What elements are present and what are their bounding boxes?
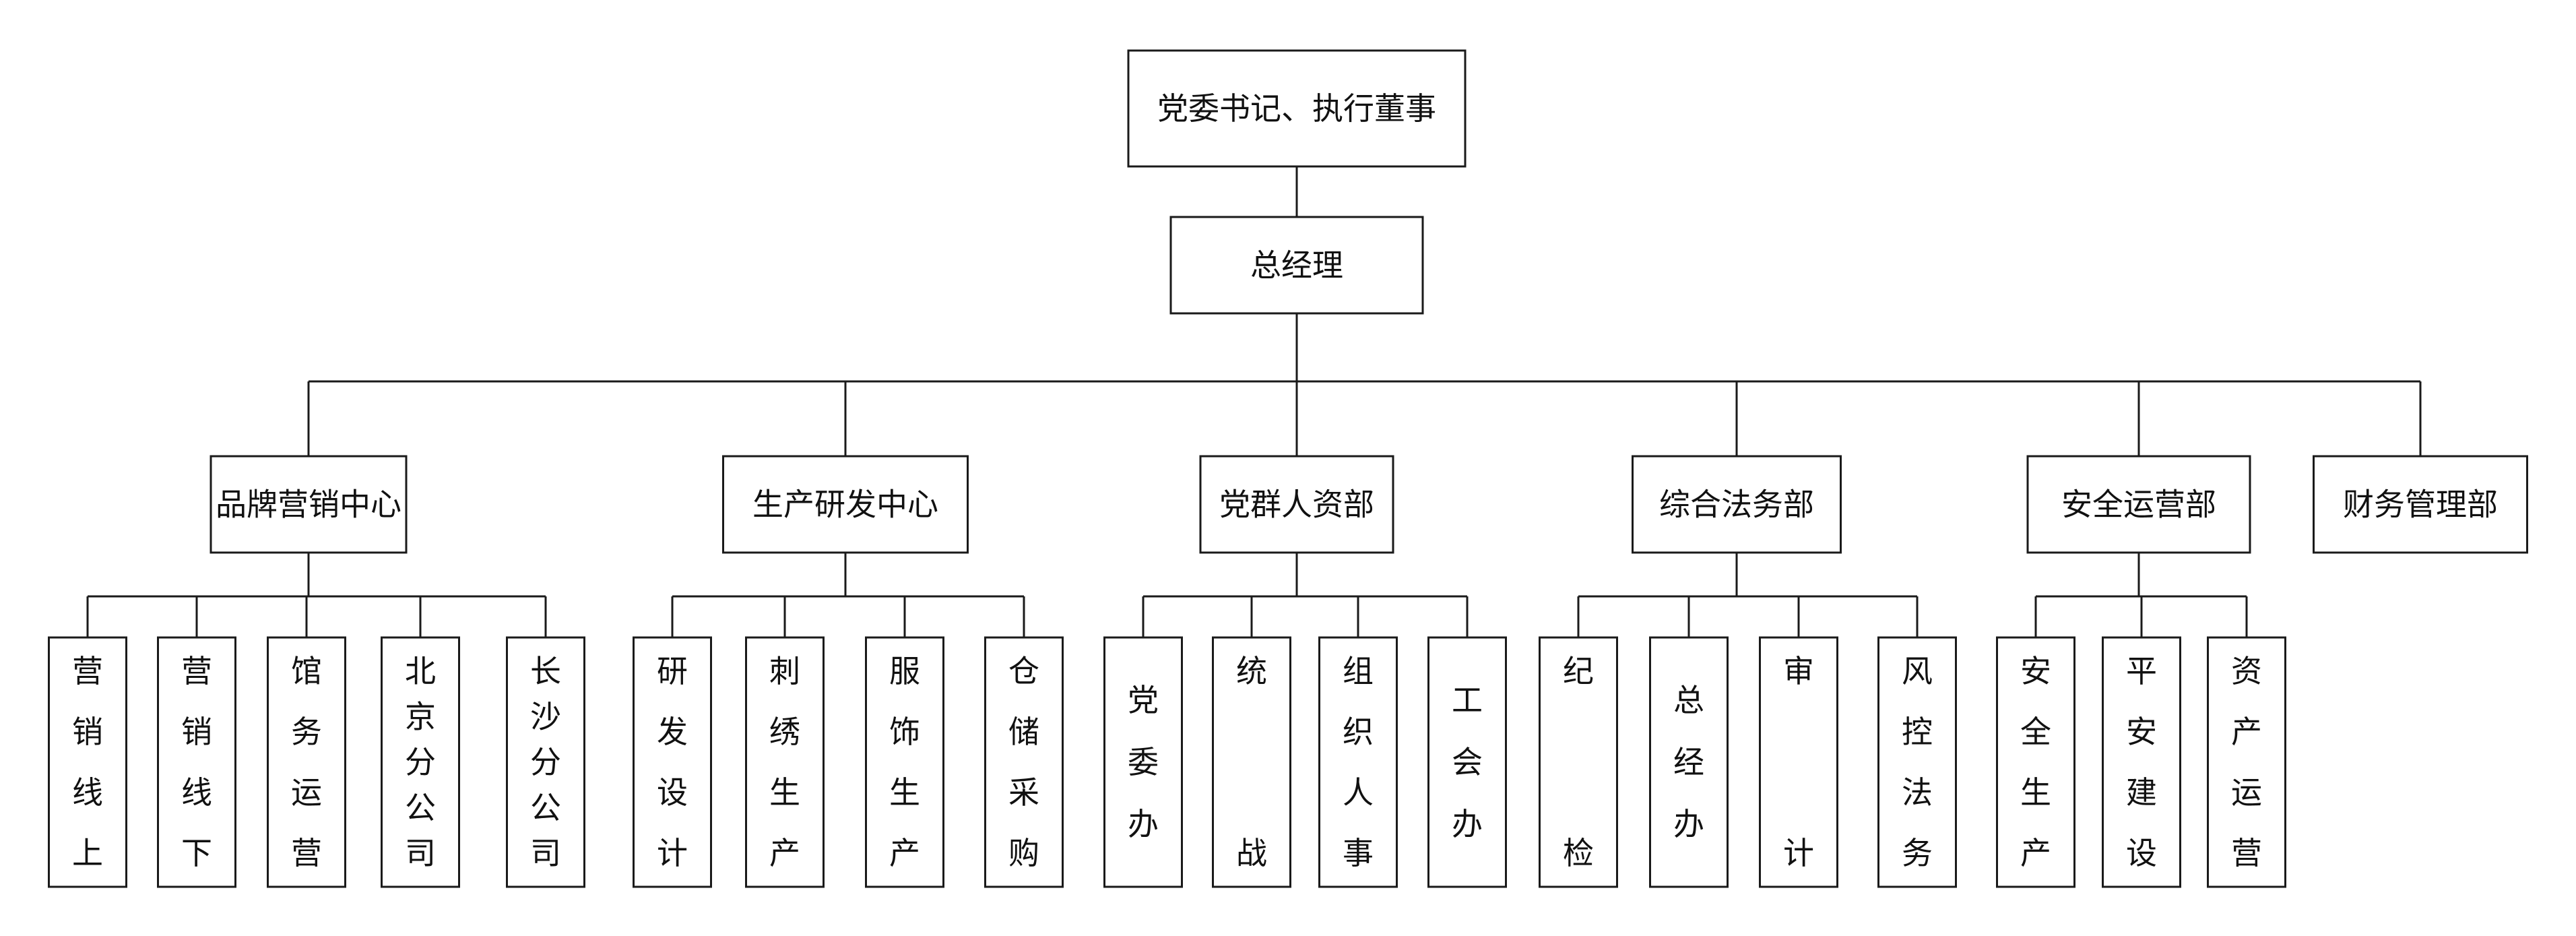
dept-safety-box: [2026, 455, 2251, 554]
unit-party-hr-1-label: 统战: [1236, 653, 1267, 871]
unit-party-hr-2: 组织人事: [1318, 636, 1398, 888]
unit-party-hr-0-label: 党委办: [1128, 682, 1159, 842]
unit-legal-3-label: 风控法务: [1902, 653, 1933, 871]
unit-legal-1-box: [1649, 636, 1729, 888]
unit-brand-0: 营销线上: [48, 636, 127, 888]
unit-brand-1-box: [157, 636, 236, 888]
unit-brand-3: 北京分公司: [381, 636, 460, 888]
node-party-secretary: 党委书记、执行董事: [1127, 49, 1467, 168]
unit-production-1: 刺绣生产: [745, 636, 825, 888]
unit-production-3: 仓储采购: [984, 636, 1064, 888]
connector-lines: [86, 166, 2422, 637]
unit-brand-2-box: [267, 636, 346, 888]
unit-party-hr-2-label: 组织人事: [1343, 653, 1374, 871]
unit-party-hr-3-box: [1427, 636, 1507, 888]
unit-legal-3: 风控法务: [1877, 636, 1957, 888]
dept-party-hr: 党群人资部: [1199, 455, 1394, 554]
dept-legal-label: 综合法务部: [1659, 487, 1814, 523]
node-party-secretary-label: 党委书记、执行董事: [1157, 90, 1436, 127]
unit-brand-3-box: [381, 636, 460, 888]
unit-safety-1-box: [2102, 636, 2181, 888]
unit-legal-0-label: 纪检: [1563, 653, 1594, 871]
unit-brand-4-label: 长沙分公司: [530, 653, 561, 871]
unit-legal-2-label: 审计: [1783, 653, 1814, 871]
unit-brand-1: 营销线下: [157, 636, 236, 888]
unit-safety-0-label: 安全生产: [2020, 653, 2051, 871]
node-party-secretary-box: [1127, 49, 1467, 168]
dept-party-hr-label: 党群人资部: [1219, 487, 1374, 523]
unit-safety-2-label: 资产运营: [2231, 653, 2262, 871]
dept-brand-box: [210, 455, 408, 554]
unit-brand-4: 长沙分公司: [506, 636, 585, 888]
unit-party-hr-3-label: 工会办: [1452, 682, 1483, 842]
unit-legal-3-box: [1877, 636, 1957, 888]
dept-safety-label: 安全运营部: [2061, 487, 2216, 523]
unit-brand-2: 馆务运营: [267, 636, 346, 888]
node-general-manager: 总经理: [1169, 216, 1424, 315]
unit-safety-1-label: 平安建设: [2126, 653, 2157, 871]
dept-legal: 综合法务部: [1632, 455, 1842, 554]
unit-party-hr-2-box: [1318, 636, 1398, 888]
unit-brand-3-label: 北京分公司: [405, 653, 436, 871]
node-general-manager-box: [1169, 216, 1424, 315]
unit-safety-0: 安全生产: [1996, 636, 2075, 888]
dept-party-hr-box: [1199, 455, 1394, 554]
unit-production-0-box: [633, 636, 712, 888]
dept-production: 生产研发中心: [722, 455, 969, 554]
unit-production-2-box: [865, 636, 944, 888]
unit-legal-1: 总经办: [1649, 636, 1729, 888]
unit-brand-4-box: [506, 636, 585, 888]
unit-safety-1: 平安建设: [2102, 636, 2181, 888]
unit-brand-0-label: 营销线上: [72, 653, 103, 871]
unit-production-1-box: [745, 636, 825, 888]
dept-brand-label: 品牌营销中心: [216, 487, 401, 523]
unit-legal-0: 纪检: [1539, 636, 1618, 888]
unit-safety-2: 资产运营: [2207, 636, 2286, 888]
dept-brand: 品牌营销中心: [210, 455, 408, 554]
unit-party-hr-1-box: [1212, 636, 1291, 888]
unit-brand-2-label: 馆务运营: [291, 653, 322, 871]
dept-finance-box: [2313, 455, 2528, 554]
dept-safety: 安全运营部: [2026, 455, 2251, 554]
unit-brand-1-label: 营销线下: [181, 653, 212, 871]
node-general-manager-label: 总经理: [1250, 247, 1343, 284]
unit-production-2-label: 服饰生产: [889, 653, 920, 871]
unit-brand-0-box: [48, 636, 127, 888]
unit-legal-0-box: [1539, 636, 1618, 888]
unit-safety-0-box: [1996, 636, 2075, 888]
unit-party-hr-0: 党委办: [1103, 636, 1183, 888]
unit-safety-2-box: [2207, 636, 2286, 888]
dept-legal-box: [1632, 455, 1842, 554]
unit-production-3-label: 仓储采购: [1008, 653, 1039, 871]
unit-production-1-label: 刺绣生产: [769, 653, 800, 871]
unit-party-hr-3: 工会办: [1427, 636, 1507, 888]
unit-production-2: 服饰生产: [865, 636, 944, 888]
unit-production-0-label: 研发设计: [657, 653, 688, 871]
unit-legal-2-box: [1759, 636, 1838, 888]
dept-finance-label: 财务管理部: [2343, 487, 2498, 523]
unit-party-hr-1: 统战: [1212, 636, 1291, 888]
dept-production-box: [722, 455, 969, 554]
unit-production-0: 研发设计: [633, 636, 712, 888]
unit-party-hr-0-box: [1103, 636, 1183, 888]
unit-legal-1-label: 总经办: [1673, 682, 1704, 842]
dept-finance: 财务管理部: [2313, 455, 2528, 554]
dept-production-label: 生产研发中心: [752, 487, 938, 523]
unit-production-3-box: [984, 636, 1064, 888]
unit-legal-2: 审计: [1759, 636, 1838, 888]
